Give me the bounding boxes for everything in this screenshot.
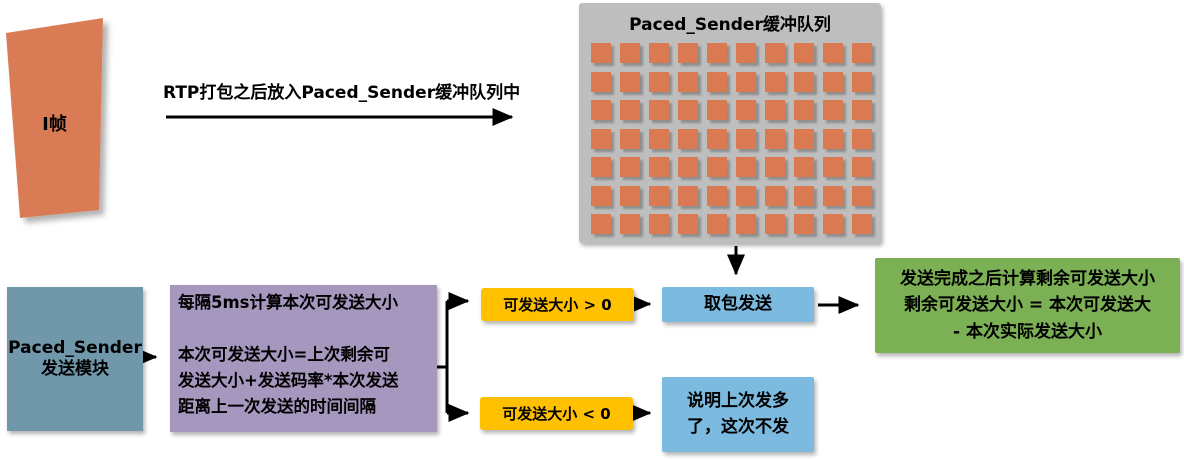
packet-square (823, 157, 843, 177)
packet-square (736, 214, 756, 234)
packet-square (649, 71, 669, 92)
packet-square (736, 128, 756, 149)
packet-square (852, 128, 872, 149)
packet-square (620, 43, 640, 63)
packet-square (794, 100, 814, 120)
skip-box: 说明上次发多 了，这次不发 (662, 377, 814, 452)
branch-connector (437, 301, 449, 413)
packet-square (852, 185, 872, 206)
packet-square (852, 43, 872, 63)
packet-square (591, 100, 611, 120)
packet-square (591, 71, 611, 92)
packet-square (765, 100, 785, 120)
packet-square (736, 100, 756, 120)
rtp-arrow-caption: RTP打包之后放入Paced_Sender缓冲队列中 (163, 83, 521, 103)
packet-square (852, 100, 872, 120)
packet-square (765, 128, 785, 149)
packet-square (620, 71, 640, 92)
packet-square (649, 185, 669, 206)
packet-square (620, 157, 640, 177)
packet-square (678, 185, 698, 206)
branch-positive-box: 可发送大小 > 0 (481, 288, 634, 321)
packet-square (707, 71, 727, 92)
packet-square (591, 157, 611, 177)
packet-square (736, 71, 756, 92)
packet-square (649, 128, 669, 149)
packet-square (591, 128, 611, 149)
packet-square (794, 43, 814, 63)
packet-square (620, 128, 640, 149)
packet-square (794, 128, 814, 149)
packet-square (620, 185, 640, 206)
packet-square (765, 185, 785, 206)
packet-square (794, 185, 814, 206)
packet-square (707, 100, 727, 120)
packet-square (649, 214, 669, 234)
packet-square (591, 43, 611, 63)
packet-square (765, 157, 785, 177)
packet-square (794, 214, 814, 234)
packet-square (794, 71, 814, 92)
packet-square (678, 43, 698, 63)
packet-square (620, 100, 640, 120)
send-box: 取包发送 (662, 287, 814, 322)
packet-square (765, 214, 785, 234)
packet-square (678, 157, 698, 177)
packet-square (794, 157, 814, 177)
packet-square (649, 157, 669, 177)
packet-square (678, 128, 698, 149)
packet-square (852, 157, 872, 177)
packet-square (707, 214, 727, 234)
calc-box: 每隔5ms计算本次可发送大小 本次可发送大小=上次剩余可 发送大小+发送码率*本… (170, 285, 437, 432)
packet-square (678, 214, 698, 234)
packet-square (765, 71, 785, 92)
packet-square (823, 185, 843, 206)
result-box: 发送完成之后计算剩余可发送大小 剩余可发送大小 = 本次可发送大 - 本次实际发… (875, 258, 1180, 353)
packet-square (620, 214, 640, 234)
packet-square (678, 100, 698, 120)
iframe-label: I帧 (42, 114, 67, 135)
packet-square (736, 43, 756, 63)
packet-square (823, 43, 843, 63)
sender-module-box: Paced_Sender 发送模块 (7, 287, 143, 431)
packet-square (765, 43, 785, 63)
packet-square (707, 157, 727, 177)
packet-square (823, 71, 843, 92)
packet-square (823, 100, 843, 120)
packet-square (707, 43, 727, 63)
packet-square (823, 128, 843, 149)
packet-square (678, 71, 698, 92)
buffer-queue-box: Paced_Sender缓冲队列 (579, 3, 881, 243)
packet-square (707, 128, 727, 149)
branch-negative-box: 可发送大小 < 0 (480, 397, 633, 430)
packet-square (823, 214, 843, 234)
packet-square (852, 71, 872, 92)
packet-square (591, 185, 611, 206)
packet-square (736, 185, 756, 206)
packet-square (707, 185, 727, 206)
packet-square (649, 43, 669, 63)
buffer-queue-title: Paced_Sender缓冲队列 (629, 15, 831, 35)
packet-square (852, 214, 872, 234)
packet-square (591, 214, 611, 234)
packet-square (649, 100, 669, 120)
buffer-grid (591, 43, 872, 234)
packet-square (736, 157, 756, 177)
